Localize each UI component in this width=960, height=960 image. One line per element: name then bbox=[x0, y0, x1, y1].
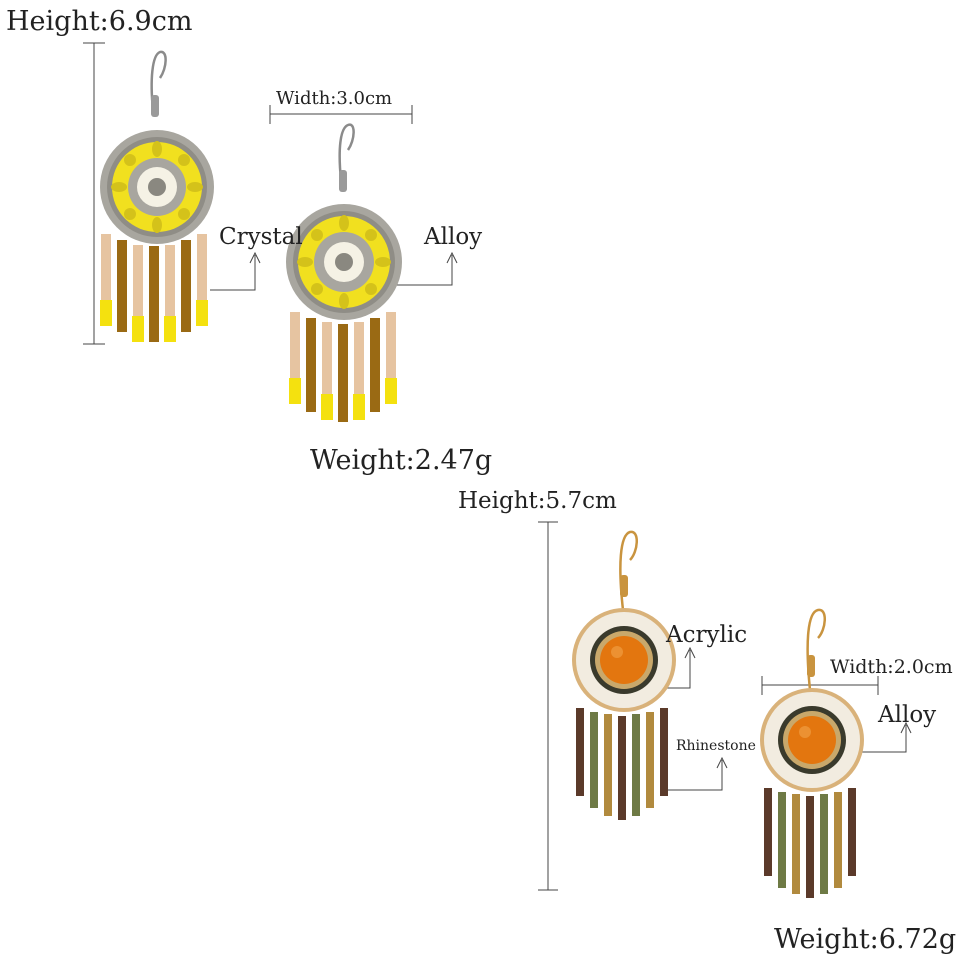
tassels-orange-left bbox=[576, 708, 668, 820]
weight-label-1: Weight:2.47g bbox=[310, 445, 493, 476]
height-label-2: Height:5.7cm bbox=[458, 488, 617, 514]
height-label-1: Height:6.9cm bbox=[6, 6, 193, 37]
width-label-2: Width:2.0cm bbox=[830, 656, 953, 678]
tassels-left bbox=[101, 234, 207, 342]
material-label-alloy-1: Alloy bbox=[424, 224, 483, 250]
material-label-alloy-2: Alloy bbox=[878, 702, 937, 728]
earring-orange-left bbox=[572, 530, 676, 820]
dimension-lines-1 bbox=[83, 42, 458, 345]
material-label-crystal: Crystal bbox=[219, 224, 303, 250]
earring-orange-right bbox=[760, 608, 864, 898]
tassels-orange-right bbox=[764, 788, 856, 898]
earring-yellow-left bbox=[100, 50, 214, 342]
material-label-acrylic: Acrylic bbox=[666, 622, 748, 648]
tassels-right bbox=[290, 312, 396, 422]
earring-yellow-right bbox=[286, 123, 402, 422]
material-label-rhinestone: Rhinestone bbox=[676, 738, 756, 754]
weight-label-2: Weight:6.72g bbox=[774, 924, 957, 955]
width-label-1: Width:3.0cm bbox=[276, 88, 393, 109]
